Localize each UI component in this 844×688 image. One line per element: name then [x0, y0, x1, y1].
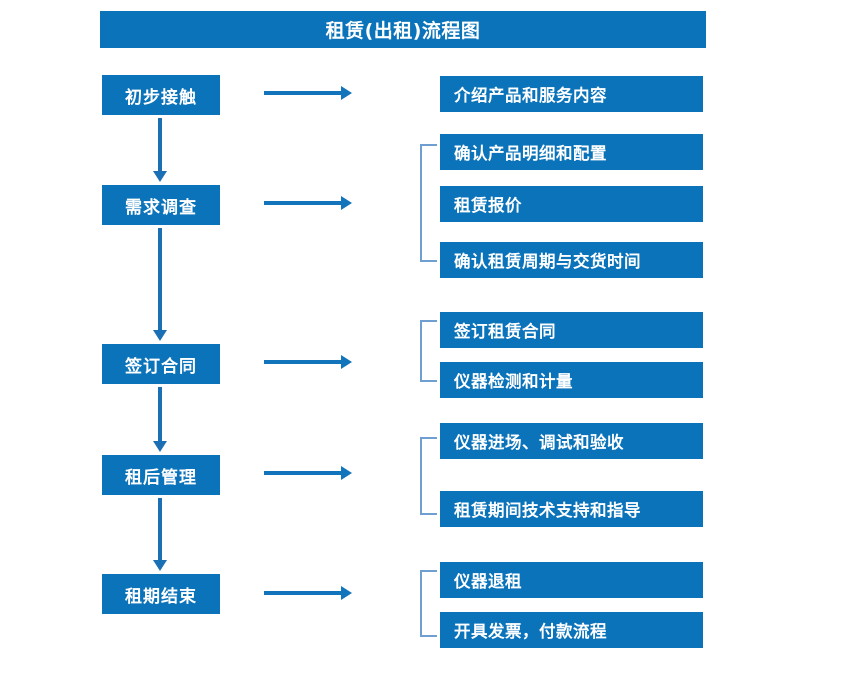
stage-label-4: 租后管理: [125, 467, 197, 488]
detail-box-g2-1[interactable]: 确认产品明细和配置: [440, 134, 703, 170]
detail-box-g2-2[interactable]: 租赁报价: [440, 186, 703, 222]
group-bracket-4: [420, 437, 437, 515]
horizontal-arrow-4: [264, 466, 352, 480]
horizontal-arrow-2: [264, 196, 352, 210]
arrow-head-icon: [153, 560, 167, 571]
detail-label: 介绍产品和服务内容: [454, 86, 607, 105]
detail-label: 仪器进场、调试和验收: [454, 433, 624, 452]
page-title: 租赁(出租)流程图: [100, 11, 706, 48]
arrow-head-icon: [341, 466, 352, 480]
stage-box-2[interactable]: 需求调查: [102, 185, 220, 225]
detail-label: 租赁报价: [454, 196, 522, 215]
arrow-head-icon: [341, 355, 352, 369]
vertical-arrow-1-to-2: [153, 118, 167, 182]
arrow-shaft: [264, 591, 341, 595]
stage-box-1[interactable]: 初步接触: [102, 75, 220, 115]
detail-box-g4-2[interactable]: 租赁期间技术支持和指导: [440, 491, 703, 527]
arrow-shaft: [158, 387, 162, 441]
arrow-head-icon: [341, 196, 352, 210]
group-bracket-2: [420, 144, 437, 262]
arrow-shaft: [264, 91, 341, 95]
stage-label-3: 签订合同: [125, 356, 197, 377]
arrow-head-icon: [153, 171, 167, 182]
horizontal-arrow-5: [264, 586, 352, 600]
vertical-arrow-2-to-3: [153, 228, 167, 341]
detail-box-g4-1[interactable]: 仪器进场、调试和验收: [440, 423, 703, 459]
arrow-shaft: [158, 498, 162, 560]
stage-label-1: 初步接触: [125, 87, 197, 108]
detail-label: 开具发票，付款流程: [454, 622, 607, 641]
stage-box-3[interactable]: 签订合同: [102, 344, 220, 384]
detail-box-g1-1[interactable]: 介绍产品和服务内容: [440, 76, 703, 112]
arrow-shaft: [264, 201, 341, 205]
arrow-head-icon: [153, 330, 167, 341]
vertical-arrow-3-to-4: [153, 387, 167, 452]
detail-label: 签订租赁合同: [454, 322, 556, 341]
stage-box-4[interactable]: 租后管理: [102, 455, 220, 495]
horizontal-arrow-1: [264, 86, 352, 100]
detail-box-g5-1[interactable]: 仪器退租: [440, 562, 703, 598]
arrow-head-icon: [153, 441, 167, 452]
arrow-head-icon: [341, 586, 352, 600]
detail-box-g2-3[interactable]: 确认租赁周期与交货时间: [440, 242, 703, 278]
arrow-head-icon: [341, 86, 352, 100]
detail-box-g3-1[interactable]: 签订租赁合同: [440, 312, 703, 348]
group-bracket-3: [420, 320, 437, 382]
detail-label: 确认租赁周期与交货时间: [454, 252, 641, 271]
arrow-shaft: [264, 360, 341, 364]
detail-label: 租赁期间技术支持和指导: [454, 501, 641, 520]
detail-label: 仪器退租: [454, 572, 522, 591]
vertical-arrow-4-to-5: [153, 498, 167, 571]
horizontal-arrow-3: [264, 355, 352, 369]
detail-box-g5-2[interactable]: 开具发票，付款流程: [440, 612, 703, 648]
group-bracket-5: [420, 570, 437, 637]
arrow-shaft: [264, 471, 341, 475]
detail-box-g3-2[interactable]: 仪器检测和计量: [440, 362, 703, 398]
arrow-shaft: [158, 118, 162, 171]
detail-label: 确认产品明细和配置: [454, 144, 607, 163]
detail-label: 仪器检测和计量: [454, 372, 573, 391]
stage-label-2: 需求调查: [125, 197, 197, 218]
stage-label-5: 租期结束: [125, 586, 197, 607]
stage-box-5[interactable]: 租期结束: [102, 574, 220, 614]
arrow-shaft: [158, 228, 162, 330]
